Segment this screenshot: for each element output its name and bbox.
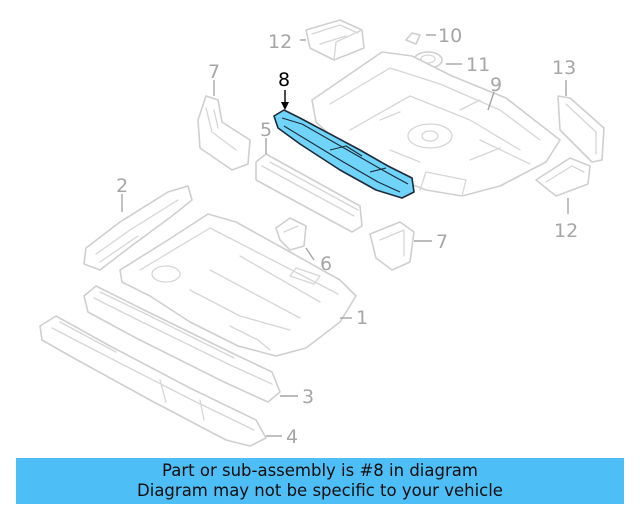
callout-5: 5 — [260, 119, 272, 141]
callout-12-right: 12 — [554, 220, 578, 242]
callout-11: 11 — [466, 54, 490, 76]
callout-4: 4 — [286, 426, 298, 448]
banner-line-2: Diagram may not be specific to your vehi… — [137, 481, 503, 500]
part-7-left-bracket — [197, 95, 251, 171]
part-notice-banner: Part or sub-assembly is #8 in diagram Di… — [16, 458, 624, 504]
part-8-highlighted-member — [273, 109, 415, 199]
part-12-right-bracket — [535, 157, 591, 197]
callout-7-right: 7 — [436, 231, 448, 253]
callout-10: 10 — [438, 25, 462, 47]
callout-13: 13 — [552, 57, 576, 79]
part-1-front-floor — [119, 213, 357, 357]
part-10-clip — [405, 32, 421, 45]
callout-7-left: 7 — [208, 61, 220, 83]
callout-12-top: 12 — [268, 31, 292, 53]
part-4-rail — [39, 315, 267, 447]
callout-2: 2 — [116, 175, 128, 197]
part-3-rail — [83, 285, 281, 403]
leader-lines — [121, 34, 569, 437]
part-6-small-bracket — [275, 217, 307, 251]
part-13-bracket — [557, 95, 605, 163]
banner-line-1: Part or sub-assembly is #8 in diagram — [162, 461, 478, 480]
part-12-top-bracket — [305, 19, 365, 61]
callout-8: 8 — [278, 69, 290, 91]
part-7-right-bracket — [369, 221, 415, 271]
part-5-crossmember — [255, 153, 363, 233]
callout-3: 3 — [302, 386, 314, 408]
callout-6: 6 — [320, 253, 332, 275]
callout-1: 1 — [356, 307, 368, 329]
part-2-side-rail — [83, 185, 193, 271]
callout-9: 9 — [490, 74, 502, 96]
